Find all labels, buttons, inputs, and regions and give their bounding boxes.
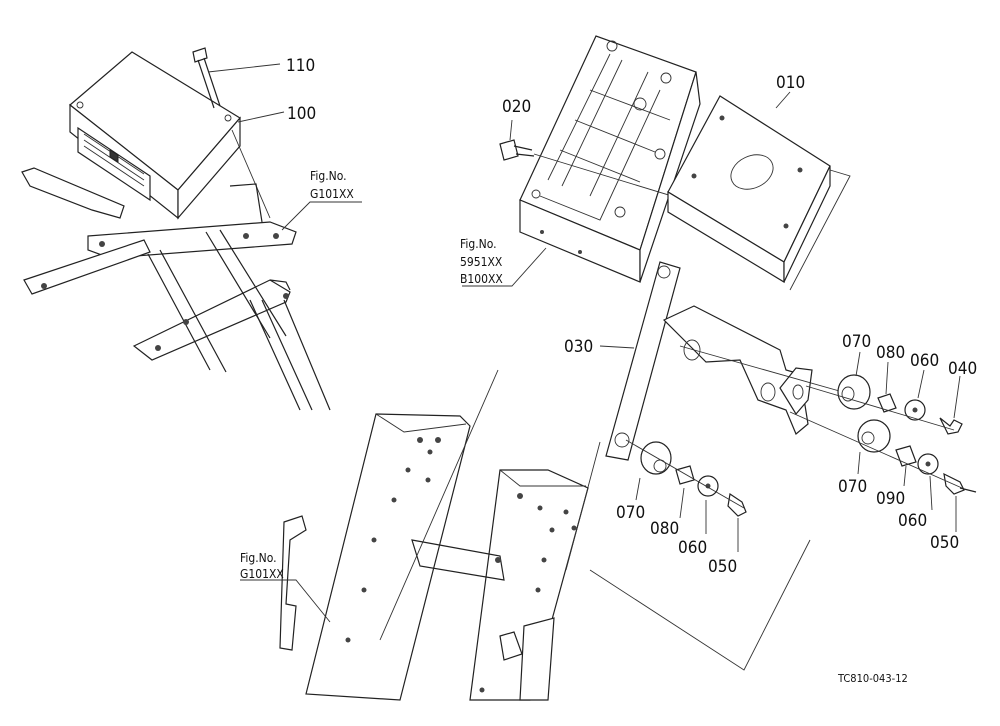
fig-ref-top-line1: Fig.No. [310, 169, 347, 183]
assembly-line-lower-right [789, 411, 963, 489]
leader-fig-bottom [240, 579, 331, 623]
leader-110 [207, 63, 281, 73]
label-080-c: 080 [650, 519, 679, 539]
leader-080-c [679, 487, 685, 519]
label-070-c: 070 [616, 503, 645, 523]
fig-ref-bottom-line1: Fig.No. [240, 551, 277, 565]
fig-ref-mid-line1: Fig.No. [460, 237, 497, 251]
label-070-b: 070 [838, 477, 867, 497]
leader-070-b [857, 451, 861, 475]
leader-070-c [635, 477, 641, 501]
leader-fig-top [281, 201, 362, 231]
controller-unit-100 [69, 51, 241, 220]
leader-fig-mid [462, 247, 547, 287]
assembly-line-010 [789, 169, 851, 291]
leader-010 [775, 91, 791, 109]
leader-060-a [917, 369, 925, 399]
lower-frame-rails [279, 413, 589, 701]
fig-ref-bottom-line2: G101XX [240, 567, 284, 581]
label-090: 090 [876, 489, 905, 509]
leader-040 [953, 375, 961, 419]
assembly-line-upper-right [805, 385, 955, 431]
label-110: 110 [286, 56, 315, 76]
bracket-030 [605, 261, 813, 461]
assembly-line-lower-center [625, 439, 745, 509]
label-060-b: 060 [898, 511, 927, 531]
bolt-020 [499, 139, 535, 161]
upper-frame-bracket [21, 167, 331, 411]
label-030: 030 [564, 337, 593, 357]
label-050-b: 050 [930, 533, 959, 553]
label-050-c: 050 [708, 557, 737, 577]
label-080-a: 080 [876, 343, 905, 363]
label-060-a: 060 [910, 351, 939, 371]
leader-090 [903, 465, 907, 487]
label-100: 100 [287, 104, 316, 124]
leader-100 [237, 111, 285, 123]
ecu-module [519, 35, 701, 283]
leader-020 [509, 119, 513, 141]
fig-ref-top-line2: G101XX [310, 187, 354, 201]
hardware-lower-center [640, 441, 747, 517]
mounting-plate-010 [667, 95, 831, 284]
label-020: 020 [502, 97, 531, 117]
leader-080-a [885, 361, 889, 395]
drawing-code: TC810-043-12 [837, 672, 908, 685]
label-070-a: 070 [842, 332, 871, 352]
fig-ref-mid-line3: B100XX [460, 272, 503, 286]
leader-070-a [855, 351, 861, 377]
hardware-upper-right [837, 374, 963, 435]
assembly-line-100 [231, 129, 271, 219]
leader-030 [599, 345, 635, 349]
assembly-line-lower-frame [379, 369, 811, 671]
leader-060-b [929, 475, 933, 511]
fig-ref-mid-line2: 5951XX [460, 255, 503, 269]
label-060-c: 060 [678, 538, 707, 558]
label-040: 040 [948, 359, 977, 379]
bolt-110 [192, 47, 221, 109]
assembly-line-030 [679, 345, 851, 395]
label-010: 010 [776, 73, 805, 93]
